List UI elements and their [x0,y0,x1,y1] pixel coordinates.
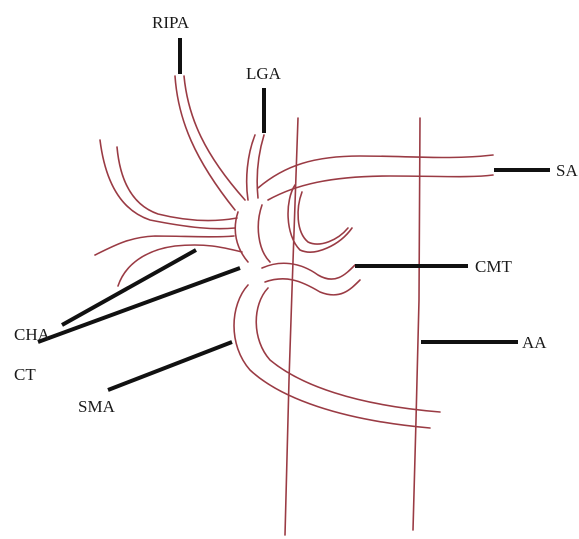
leader-ct [38,268,240,342]
leader-sma [108,342,232,390]
labels: RIPA LGA SA CMT AA CHA CT SMA [14,13,578,416]
celiac-trunk-outer-left [235,212,248,262]
splenic-loop-inner [298,192,348,244]
label-aa: AA [522,333,547,352]
label-sa: SA [556,161,578,180]
label-cmt: CMT [475,257,512,276]
leader-cha [62,250,196,325]
cmt-upper [262,263,355,279]
cmt-vessel [262,263,360,295]
lga-left-wall [247,135,255,200]
celiac-trunk-outer-right [258,205,270,262]
lga-vessel [247,135,264,200]
hepatic-lower-branch [118,245,242,286]
splenic-artery-upper [258,155,493,188]
celiac-trunk [235,205,270,262]
label-ripa: RIPA [152,13,190,32]
label-ct: CT [14,365,36,384]
sma-vessel [234,285,440,428]
label-lga: LGA [246,64,282,83]
sma-outer [234,285,430,428]
aorta-walls [285,118,420,535]
aorta-left-wall [285,118,298,535]
ripa-vessel [175,76,245,210]
label-sma: SMA [78,397,116,416]
label-cha: CHA [14,325,51,344]
cmt-lower [265,279,360,295]
splenic-artery-lower [268,175,493,200]
hepatic-upper-branch-inner [117,147,237,221]
aorta-right-wall [413,118,420,530]
